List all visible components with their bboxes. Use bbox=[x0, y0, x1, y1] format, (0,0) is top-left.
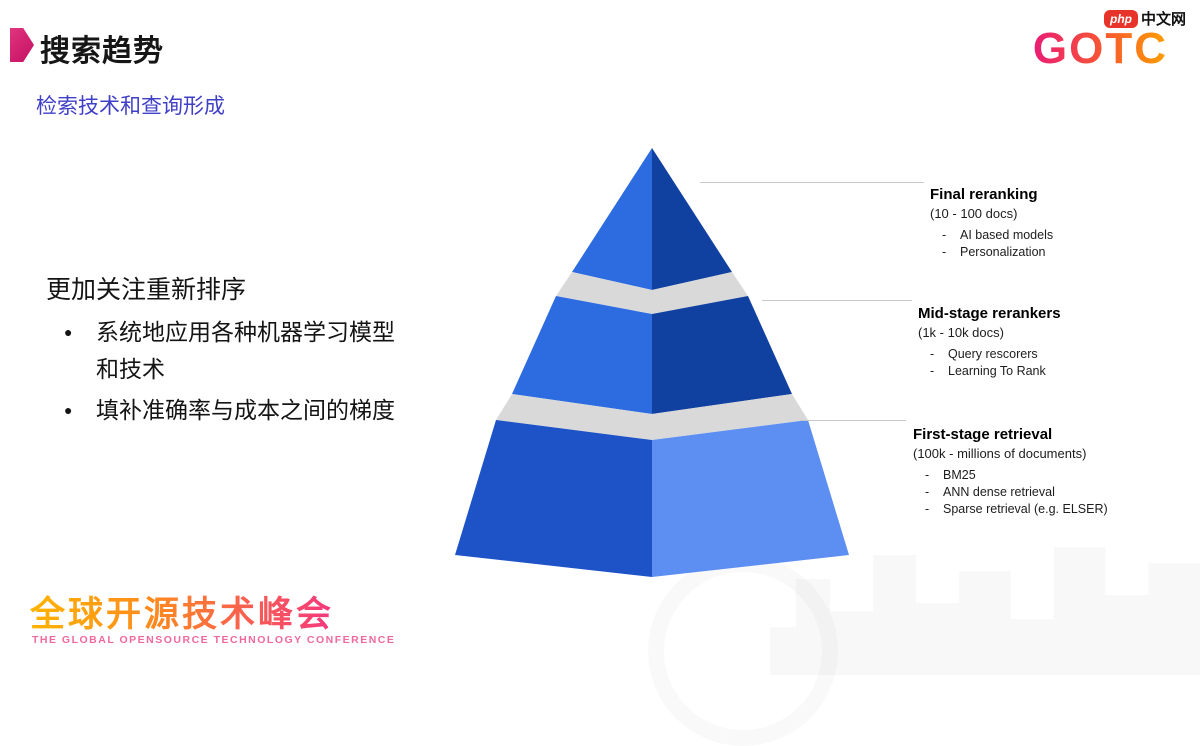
annotation-first-stage: First-stage retrieval (100k - millions o… bbox=[913, 426, 1183, 518]
pyramid-upper-band bbox=[556, 272, 748, 314]
pyramid-mid-left-face bbox=[512, 296, 652, 414]
annotation-item: ANN dense retrieval bbox=[913, 484, 1183, 500]
connector-line-first-stage bbox=[800, 420, 906, 421]
annotation-item: Query rescorers bbox=[918, 346, 1188, 362]
php-logo-label: 中文网 bbox=[1140, 11, 1186, 28]
title-arrow-icon bbox=[10, 28, 34, 62]
connector-line-final-reranking bbox=[700, 182, 924, 183]
page-subtitle: 检索技术和查询形成 bbox=[36, 95, 225, 118]
pyramid-bottom-right-face bbox=[652, 420, 849, 577]
gotc-logo: GOTC bbox=[1032, 24, 1168, 73]
php-logo: php 中文网 bbox=[1103, 8, 1186, 29]
list-item: 系统地应用各种机器学习模型和技术 bbox=[62, 314, 402, 388]
left-panel-bullet-list: 系统地应用各种机器学习模型和技术 填补准确率与成本之间的梯度 bbox=[62, 314, 402, 433]
pyramid-top-left-face bbox=[572, 148, 652, 290]
annotation-item: Sparse retrieval (e.g. ELSER) bbox=[913, 501, 1183, 517]
pyramid-diagram bbox=[455, 148, 849, 577]
left-panel-heading: 更加关注重新排序 bbox=[46, 276, 247, 304]
annotation-item: Learning To Rank bbox=[918, 363, 1188, 379]
pyramid-bottom-left-face bbox=[455, 420, 652, 577]
list-item: 填补准确率与成本之间的梯度 bbox=[62, 392, 402, 429]
annotation-item: BM25 bbox=[913, 467, 1183, 483]
annotation-subtitle: (100k - millions of documents) bbox=[913, 446, 1087, 461]
annotation-title: Final reranking bbox=[930, 186, 1038, 203]
pyramid-lower-band bbox=[496, 394, 808, 440]
pyramid-top-right-face bbox=[652, 148, 732, 290]
annotation-final-reranking: Final reranking (10 - 100 docs) AI based… bbox=[930, 186, 1200, 261]
pyramid-mid-right-face bbox=[652, 296, 792, 414]
annotation-mid-stage: Mid-stage rerankers (1k - 10k docs) Quer… bbox=[918, 305, 1188, 380]
conference-tagline: THE GLOBAL OPENSOURCE TECHNOLOGY CONFERE… bbox=[32, 634, 396, 646]
php-badge-icon: php bbox=[1103, 9, 1138, 28]
conference-brand: 全球开源技术峰会 bbox=[30, 586, 334, 637]
annotation-item: Personalization bbox=[930, 244, 1200, 260]
annotation-title: Mid-stage rerankers bbox=[918, 305, 1061, 322]
page-title: 搜索趋势 bbox=[40, 35, 164, 68]
annotation-title: First-stage retrieval bbox=[913, 426, 1053, 443]
annotation-subtitle: (1k - 10k docs) bbox=[918, 325, 1004, 340]
connector-line-mid-stage bbox=[762, 300, 912, 301]
annotation-subtitle: (10 - 100 docs) bbox=[930, 206, 1018, 221]
annotation-item: AI based models bbox=[930, 227, 1200, 243]
